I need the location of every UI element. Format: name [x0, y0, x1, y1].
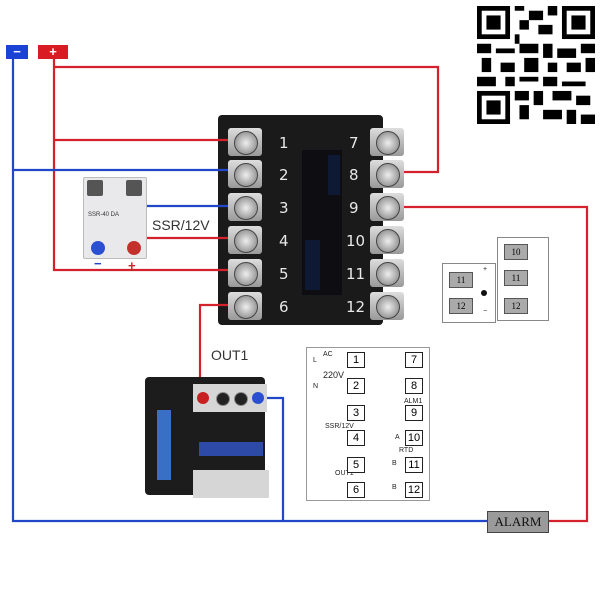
schematic-terminal-2: 2	[347, 378, 365, 394]
schematic-terminal-4: 4	[347, 430, 365, 446]
rtd-terminal-12: 12	[504, 298, 528, 314]
terminal-screw-4	[228, 226, 262, 254]
contactor	[135, 362, 275, 502]
ssr-top-screw	[126, 180, 142, 196]
wire-contactor-coil	[262, 396, 285, 521]
contactor-label: OUT1	[211, 347, 249, 363]
terminal-number: 5	[279, 265, 289, 283]
rtd-terminal-11: 11	[504, 270, 528, 286]
terminal-number: 11	[346, 265, 366, 283]
terminal-screw-3	[228, 193, 262, 221]
schematic-terminal-6: 6	[347, 482, 365, 498]
tc-plus: +	[483, 266, 488, 273]
wire-positive-top	[54, 65, 440, 174]
schematic-terminal-12: 12	[405, 482, 423, 498]
terminal-number: 1	[279, 134, 289, 152]
thermocouple-diagram: 11 12 + −	[442, 263, 496, 323]
schematic-terminal-8: 8	[405, 378, 423, 394]
terminal-screw-5	[228, 259, 262, 287]
terminal-number: 12	[346, 298, 366, 316]
controller-display-segment	[328, 155, 340, 195]
schematic-terminal-9: 9	[405, 405, 423, 421]
terminal-number: 7	[349, 134, 359, 152]
tc-terminal-11: 11	[449, 272, 473, 288]
ssr-top-screw	[87, 180, 103, 196]
terminal-screw-11	[370, 259, 404, 287]
contactor-blue-block	[199, 442, 263, 456]
negative-power-terminal: −	[6, 45, 28, 59]
terminal-number: 3	[279, 199, 289, 217]
wire-t9-alarm	[396, 205, 589, 523]
terminal-screw-10	[370, 226, 404, 254]
schematic-out1-label: OUT1	[335, 470, 354, 477]
tc-minus: −	[483, 308, 488, 315]
contactor-side-label	[157, 410, 171, 480]
terminal-number: 6	[279, 298, 289, 316]
ssr-plus-terminal	[127, 241, 141, 255]
schematic-b2-label: B	[392, 484, 397, 491]
qr-code	[477, 6, 595, 124]
tc-terminal-12: 12	[449, 298, 473, 314]
terminal-number: 10	[346, 232, 366, 250]
schematic-alm1-label: ALM1	[404, 398, 423, 405]
ssr-label: SSR/12V	[152, 217, 210, 233]
contactor-terminal	[216, 392, 230, 406]
terminal-screw-7	[370, 128, 404, 156]
solid-state-relay: SSR-40 DA	[83, 177, 147, 259]
rtd-diagram: 10 11 12	[497, 237, 549, 321]
terminal-number: 9	[349, 199, 359, 217]
schematic-terminal-3: 3	[347, 405, 365, 421]
controller-display-segment	[305, 240, 320, 290]
schematic-terminal-10: 10	[405, 430, 423, 446]
terminal-screw-6	[228, 292, 262, 320]
alarm-device: ALARM	[487, 511, 549, 533]
ssr-model-text: SSR-40 DA	[88, 212, 120, 218]
contactor-terminal	[234, 392, 248, 406]
schematic-b-label: B	[392, 460, 397, 467]
schematic-voltage-label: 220V	[323, 370, 345, 380]
ssr-minus-terminal	[91, 241, 105, 255]
terminal-number: 4	[279, 232, 289, 250]
schematic-a-label: A	[395, 434, 400, 441]
schematic-ssr-label: SSR/12V	[325, 423, 354, 430]
terminal-screw-9	[370, 193, 404, 221]
terminal-screw-8	[370, 160, 404, 188]
tc-junction-dot	[481, 290, 487, 296]
terminal-number: 2	[279, 166, 289, 184]
schematic-ac-label: AC	[323, 351, 333, 358]
schematic-n-label: N	[313, 383, 319, 390]
ssr-minus-label: −	[94, 256, 102, 271]
terminal-schematic: L AC 220V N SSR/12V OUT1 ALM1 A RTD B TC…	[306, 347, 430, 501]
terminal-screw-12	[370, 292, 404, 320]
contactor-coil-terminal	[197, 392, 209, 404]
contactor-coil-terminal	[252, 392, 264, 404]
schematic-terminal-7: 7	[405, 352, 423, 368]
schematic-rtd-label: RTD	[399, 447, 414, 454]
contactor-bottom-plate	[193, 470, 269, 498]
terminal-screw-1	[228, 128, 262, 156]
rtd-terminal-10: 10	[504, 244, 528, 260]
positive-power-terminal: +	[38, 45, 68, 59]
terminal-number: 8	[349, 166, 359, 184]
terminal-screw-2	[228, 160, 262, 188]
schematic-terminal-1: 1	[347, 352, 365, 368]
wire-negative-main	[11, 57, 487, 523]
ssr-plus-label: +	[128, 258, 136, 273]
schematic-terminal-5: 5	[347, 457, 365, 473]
schematic-l-label: L	[313, 357, 317, 364]
wire-positive-main	[52, 57, 244, 272]
schematic-terminal-11: 11	[405, 457, 423, 473]
